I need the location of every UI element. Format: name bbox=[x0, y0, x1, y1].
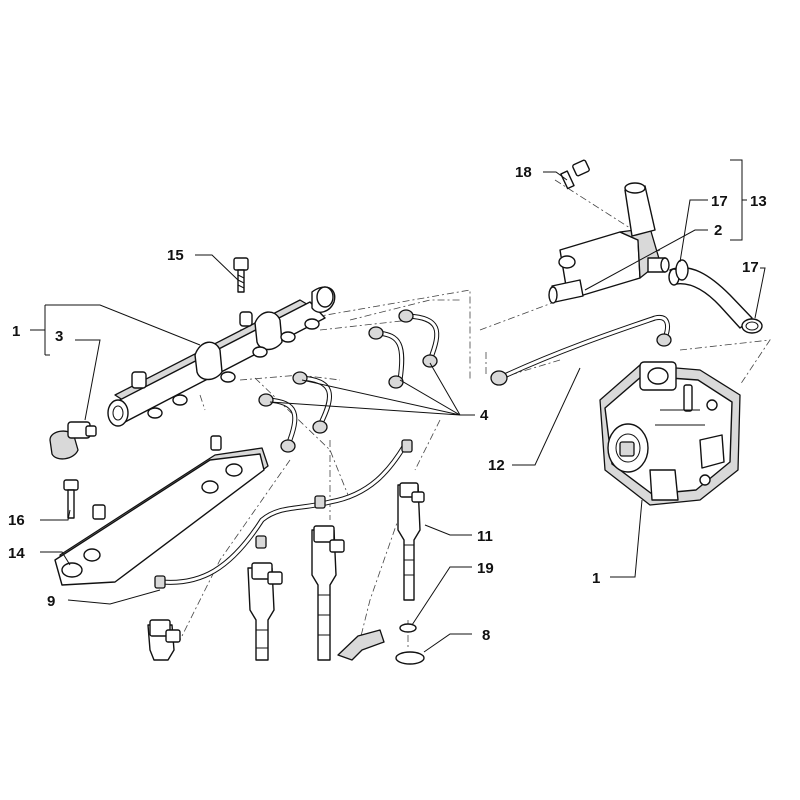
injector-2 bbox=[311, 525, 345, 661]
label-injector-pipes: 4 bbox=[480, 407, 489, 424]
rail-bolt bbox=[233, 257, 249, 293]
high-pressure-pump bbox=[599, 361, 741, 506]
leader-lines bbox=[30, 159, 766, 653]
label-sensor: 3 bbox=[55, 328, 63, 345]
injector-1 bbox=[397, 482, 425, 601]
label-rail-bolt: 15 bbox=[167, 247, 184, 264]
label-injector: 11 bbox=[477, 528, 493, 545]
label-bracket: 14 bbox=[8, 545, 25, 562]
label-bracket-bolt: 16 bbox=[8, 512, 25, 529]
label-seal: 8 bbox=[482, 627, 490, 644]
return-hose bbox=[154, 439, 413, 589]
label-return-hose: 9 bbox=[47, 593, 55, 610]
pressure-sensor bbox=[49, 421, 97, 460]
label-clamp-a: 17 bbox=[711, 193, 728, 210]
washer bbox=[399, 623, 417, 633]
label-pump-pipe: 12 bbox=[488, 457, 505, 474]
injectors bbox=[147, 482, 425, 661]
hose-clamps bbox=[675, 259, 763, 334]
pump-pipe bbox=[490, 314, 672, 386]
label-washer: 19 bbox=[477, 560, 494, 577]
flange-bolt bbox=[560, 159, 590, 190]
label-coolant-group: 13 bbox=[750, 193, 767, 210]
bracket-bolt bbox=[63, 479, 79, 519]
seal bbox=[337, 629, 425, 665]
part-labels: 1 3 15 16 14 9 4 12 11 19 8 1 18 17 13 2… bbox=[8, 164, 767, 644]
label-flange-bolt: 18 bbox=[515, 164, 532, 181]
injector-4 bbox=[147, 619, 181, 661]
injector-pipes bbox=[258, 309, 440, 453]
label-rail-group: 1 bbox=[12, 323, 20, 340]
coolant-flange bbox=[548, 182, 670, 304]
label-pump: 1 bbox=[592, 570, 600, 587]
label-clamp-b: 17 bbox=[742, 259, 759, 276]
fuel-rail bbox=[107, 286, 336, 427]
rail-bracket bbox=[54, 435, 269, 586]
injector-3 bbox=[247, 562, 283, 661]
label-pipe-hose: 2 bbox=[714, 222, 722, 239]
